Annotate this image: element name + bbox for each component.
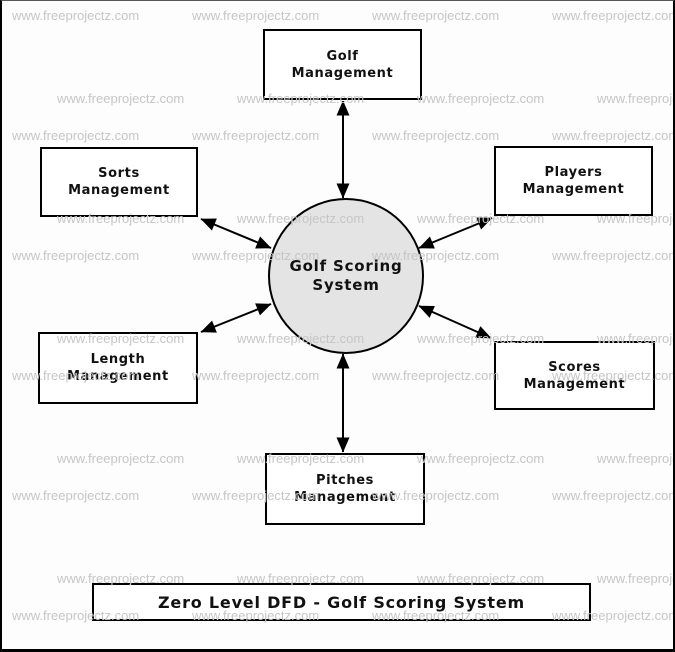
entity-label: Sorts Management	[68, 166, 170, 198]
process-circle-golf-scoring-system: Golf Scoring System	[268, 198, 424, 354]
external-entity-scores-management: Scores Management	[494, 341, 655, 410]
process-label: Golf Scoring System	[289, 257, 403, 294]
external-entity-pitches-management: Pitches Management	[265, 453, 425, 525]
external-entity-players-management: Players Management	[494, 146, 653, 216]
external-entity-sorts-management: Sorts Management	[40, 147, 198, 217]
entity-label: Golf Management	[291, 48, 394, 81]
entity-label: Scores Management	[523, 359, 626, 392]
arrow-players-process	[418, 217, 493, 249]
external-entity-length-management: Length Management	[38, 332, 198, 404]
arrow-sorts-process	[200, 218, 272, 249]
entity-label: Players Management	[522, 165, 625, 197]
arrow-scores-process	[418, 305, 492, 339]
external-entity-golf-management: Golf Management	[263, 29, 422, 100]
arrow-length-process	[200, 303, 272, 333]
entity-label: Length Management	[67, 352, 169, 384]
entity-label: Pitches Management	[294, 473, 396, 505]
diagram-title: Zero Level DFD - Golf Scoring System	[158, 592, 525, 612]
diagram-title-box: Zero Level DFD - Golf Scoring System	[92, 583, 591, 621]
